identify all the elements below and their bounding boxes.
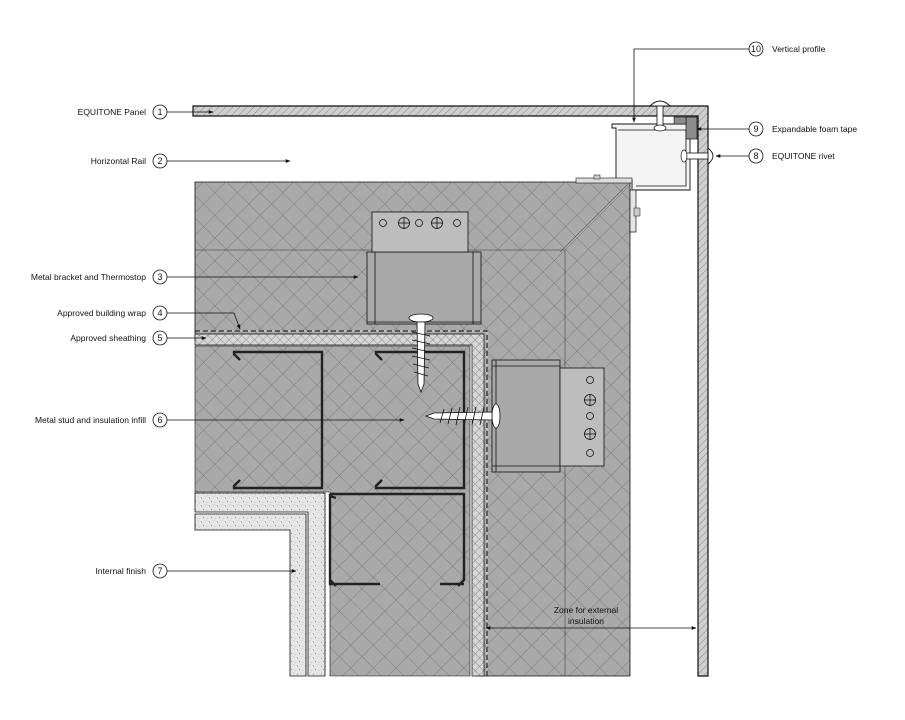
callout-number-9: 9	[753, 124, 758, 134]
callout-number-1: 1	[157, 107, 162, 117]
callout-1: EQUITONE Panel 1	[78, 104, 214, 120]
screw-vertical	[408, 313, 434, 394]
callout-label-7: Internal finish	[95, 566, 146, 576]
callout-number-7: 7	[157, 566, 162, 576]
approved-building-wrap	[195, 330, 488, 676]
stud-cavity-insulation	[194, 345, 471, 677]
metal-bracket-side	[491, 359, 605, 473]
callout-8: 8 EQUITONE rivet	[715, 148, 835, 164]
callout-6: Metal stud and insulation infill 6	[35, 412, 405, 428]
callout-number-5: 5	[157, 333, 162, 343]
callout-label-1: EQUITONE Panel	[78, 107, 146, 117]
callout-10: 10 Vertical profile	[632, 41, 826, 123]
callout-label-10: Vertical profile	[772, 44, 826, 54]
equitone-rivet-top	[648, 100, 672, 132]
callout-label-3: Metal bracket and Thermostop	[31, 272, 146, 282]
callout-number-2: 2	[157, 156, 162, 166]
callout-9: 9 Expandable foam tape	[696, 121, 857, 137]
callout-7: Internal finish 7	[95, 563, 297, 579]
callout-2: Horizontal Rail 2	[91, 153, 291, 169]
callout-label-4: Approved building wrap	[57, 308, 146, 318]
equitone-rivet-side	[680, 147, 714, 165]
metal-bracket-top	[366, 211, 482, 325]
callout-number-8: 8	[753, 151, 758, 161]
callout-4: Approved building wrap 4	[57, 305, 241, 330]
callout-label-2: Horizontal Rail	[91, 156, 146, 166]
equitone-panel	[192, 105, 709, 677]
dimension-label-line1: Zone for external	[554, 605, 618, 615]
callout-label-5: Approved sheathing	[70, 333, 146, 343]
callout-5: Approved sheathing 5	[70, 330, 207, 346]
dimension-label-line2: insulation	[568, 616, 604, 626]
callout-number-10: 10	[751, 44, 761, 54]
callout-number-6: 6	[157, 415, 162, 425]
callout-number-3: 3	[157, 272, 162, 282]
callout-label-8: EQUITONE rivet	[772, 151, 835, 161]
callout-number-4: 4	[157, 308, 162, 318]
approved-sheathing	[194, 333, 485, 677]
callout-3: Metal bracket and Thermostop 3	[31, 269, 359, 285]
internal-finish	[194, 492, 326, 677]
screw-horizontal	[424, 403, 501, 429]
callout-label-6: Metal stud and insulation infill	[35, 415, 146, 425]
insulation-zone-dimension: Zone for external insulation	[485, 605, 697, 630]
callout-label-9: Expandable foam tape	[772, 124, 857, 134]
